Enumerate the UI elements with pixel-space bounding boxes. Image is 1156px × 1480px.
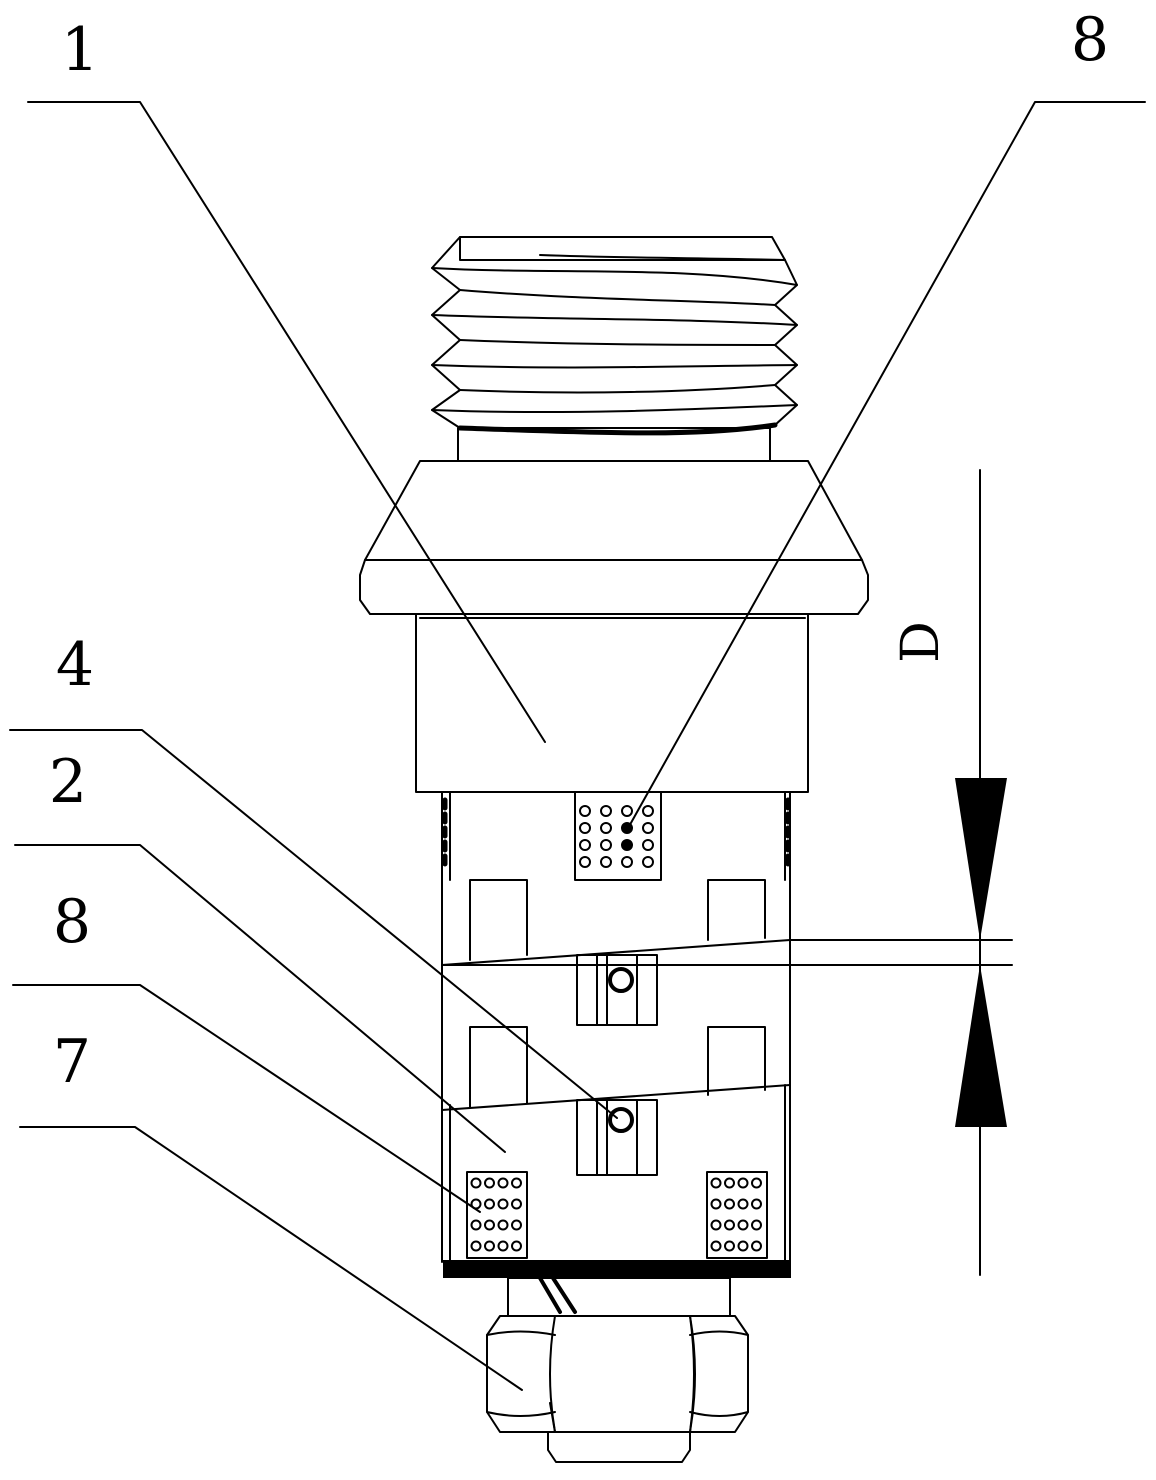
label-part-8-top: 8 <box>1071 5 1109 75</box>
body-housing <box>415 613 809 793</box>
dimension-d <box>955 469 1007 1276</box>
hole <box>579 822 591 834</box>
hole <box>470 1177 482 1189</box>
leader-lines <box>9 101 1146 1391</box>
label-part-2: 2 <box>49 747 87 817</box>
hole <box>621 839 633 851</box>
hole <box>497 1198 509 1210</box>
hole-grid-bottom-right <box>706 1171 768 1259</box>
hole <box>511 1219 522 1231</box>
label-part-1: 1 <box>61 15 99 85</box>
hole <box>579 839 591 851</box>
hole <box>497 1219 509 1231</box>
hole <box>751 1198 762 1210</box>
label-part-8-bottom: 8 <box>53 887 91 957</box>
hole <box>600 805 612 817</box>
hole <box>737 1177 749 1189</box>
bottom-plate <box>443 1260 791 1278</box>
hole <box>710 1219 722 1231</box>
hole <box>724 1198 735 1210</box>
hole <box>751 1177 762 1189</box>
hole <box>710 1198 722 1210</box>
hole <box>737 1219 749 1231</box>
hole <box>579 805 591 817</box>
threaded-section <box>431 236 798 462</box>
hole <box>642 822 654 834</box>
hole <box>600 856 612 868</box>
hole <box>621 856 633 868</box>
hole <box>470 1219 482 1231</box>
hole <box>484 1198 495 1210</box>
hole <box>511 1177 522 1189</box>
hole <box>484 1219 495 1231</box>
hole <box>497 1240 509 1252</box>
hole <box>751 1219 762 1231</box>
hole <box>579 856 591 868</box>
hole <box>737 1240 749 1252</box>
lower-sleeve <box>441 791 1013 1278</box>
hole <box>724 1177 735 1189</box>
hole <box>511 1240 522 1252</box>
hole-grid-top <box>574 791 662 881</box>
hole <box>724 1219 735 1231</box>
hole <box>600 822 612 834</box>
hole <box>484 1240 495 1252</box>
label-dimension-d: D <box>891 621 951 663</box>
hole <box>511 1198 522 1210</box>
hole <box>642 839 654 851</box>
hex-flange <box>359 460 869 615</box>
hole <box>737 1198 749 1210</box>
hole <box>470 1240 482 1252</box>
label-part-7: 7 <box>53 1027 91 1097</box>
hole <box>621 805 633 817</box>
hole <box>600 839 612 851</box>
bottom-hex-nut <box>486 1276 749 1463</box>
hole <box>751 1240 762 1252</box>
hole <box>484 1177 495 1189</box>
hole <box>710 1177 722 1189</box>
hole-grid-bottom-left <box>466 1171 528 1259</box>
hole <box>642 856 654 868</box>
hole <box>710 1240 722 1252</box>
hole <box>724 1240 735 1252</box>
hole <box>642 805 654 817</box>
label-part-4: 4 <box>56 630 94 700</box>
hole <box>497 1177 509 1189</box>
